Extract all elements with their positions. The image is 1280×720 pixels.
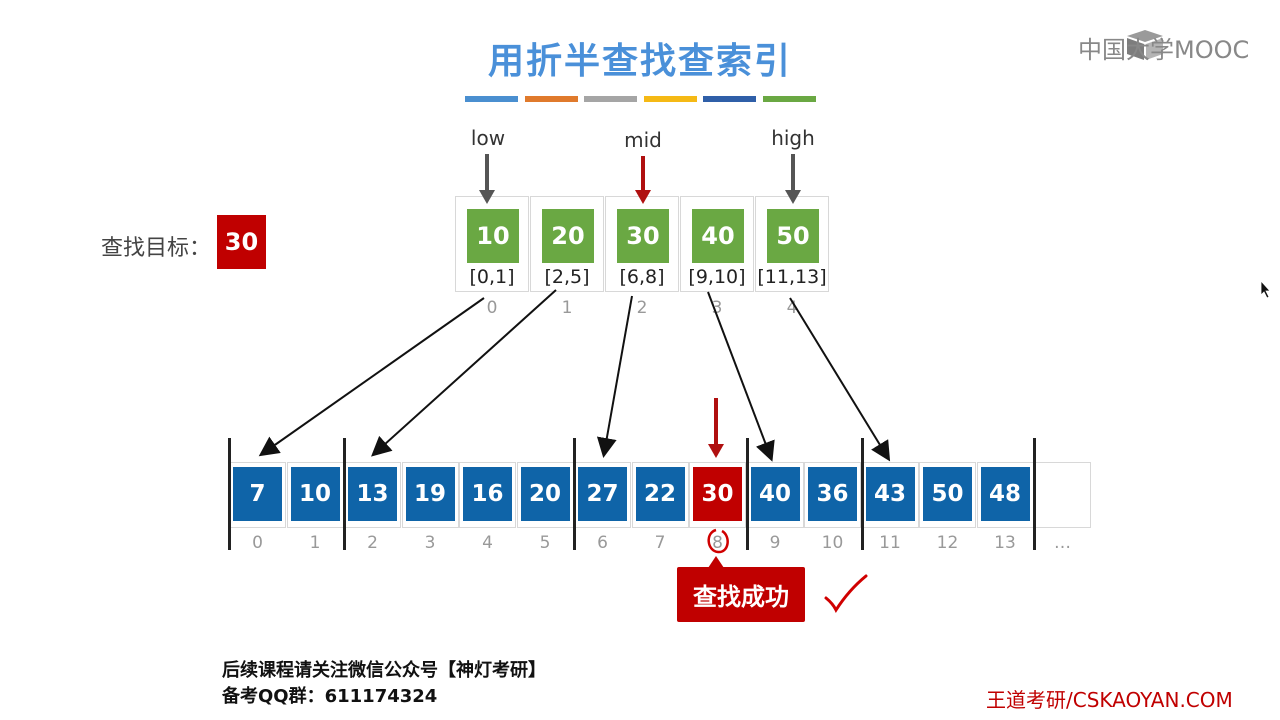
pointer-low-label: low: [470, 126, 506, 150]
index-position: 0: [486, 298, 498, 318]
index-position: 3: [711, 298, 723, 318]
index-range: [0,1]: [469, 266, 515, 288]
table-element: 36: [808, 467, 857, 521]
index-link-arrow: [258, 297, 485, 457]
table-position: 0: [252, 533, 263, 553]
index-range: [6,8]: [619, 266, 665, 288]
table-position: 9: [769, 533, 781, 553]
result-callout: 查找成功: [677, 567, 805, 622]
table-position: 4: [482, 533, 493, 553]
table-position: 8: [712, 533, 723, 553]
table-element: 43: [865, 467, 915, 521]
index-max-value: 30: [617, 209, 669, 263]
index-link-arrow: [789, 297, 891, 462]
mouse-cursor-icon: [1260, 279, 1271, 299]
brand-watermark: 王道考研/CSKAOYAN.COM: [986, 688, 1233, 712]
block-separator: [745, 438, 749, 550]
table-element: 20: [520, 467, 570, 521]
table-element: 10: [290, 467, 340, 521]
footer-wechat: 后续课程请关注微信公众号【神灯考研】: [222, 660, 546, 681]
callout-pointer: [708, 556, 724, 568]
table-element: 48: [980, 467, 1030, 521]
block-separator: [1033, 438, 1036, 550]
page-title: 用折半查找查索引: [487, 41, 792, 82]
index-range: [9,10]: [688, 266, 746, 288]
color-strip-segment: [703, 96, 756, 102]
mooc-logo-icon: [1127, 30, 1163, 60]
low-pointer-arrow: [479, 154, 495, 204]
index-max-value: 10: [467, 209, 519, 263]
annotation-circle: [707, 528, 729, 554]
target-value: 30: [217, 215, 266, 269]
table-element: 40: [750, 467, 800, 521]
index-link-arrow: [596, 295, 633, 458]
table-position: 1: [309, 533, 321, 553]
table-position: 12: [936, 533, 959, 553]
color-strip-segment: [762, 96, 816, 102]
table-position: 3: [424, 533, 436, 553]
index-position: 4: [786, 298, 798, 318]
index-cell: [455, 196, 529, 292]
index-cell: [680, 196, 754, 292]
table-position: 13: [994, 533, 1016, 553]
index-range: [11,13]: [757, 266, 827, 288]
color-strip-segment: [643, 96, 697, 102]
index-range: [2,5]: [544, 266, 590, 288]
index-max-value: 50: [767, 209, 819, 263]
index-link-arrow: [707, 291, 775, 462]
table-cell: [401, 462, 459, 528]
index-max-value: 40: [692, 209, 744, 263]
table-position: 6: [597, 533, 608, 553]
block-separator: [860, 438, 864, 550]
target-label: 查找目标：: [101, 236, 212, 261]
table-element: 7: [233, 467, 282, 521]
table-position: 10: [821, 533, 844, 553]
checkmark-icon: [824, 574, 868, 614]
ellipsis: …: [1054, 533, 1071, 553]
found-pointer-arrow: [708, 398, 724, 458]
table-element: 13: [348, 467, 397, 521]
table-position: 11: [879, 533, 901, 553]
table-position: 7: [654, 533, 666, 553]
block-separator: [228, 438, 231, 550]
table-position: 5: [539, 533, 551, 553]
table-element: 22: [635, 467, 685, 521]
table-element: 16: [463, 467, 512, 521]
index-cell: [530, 196, 604, 292]
table-cell: [459, 462, 516, 528]
footer-qq: 备考QQ群：611174324: [222, 686, 438, 707]
table-element: 27: [578, 467, 627, 521]
mid-pointer-arrow: [635, 156, 651, 204]
table-element: 19: [405, 467, 455, 521]
color-strip-segment: [524, 96, 578, 102]
block-separator: [573, 438, 576, 550]
index-link-arrow: [371, 289, 557, 457]
table-position: 2: [367, 533, 378, 553]
color-strip-segment: [584, 96, 637, 102]
index-max-value: 20: [542, 209, 594, 263]
logo-text: 中国大学MOOC: [1078, 36, 1250, 64]
high-pointer-arrow: [785, 154, 801, 204]
pointer-high-label: high: [771, 126, 815, 150]
table-element: 50: [923, 467, 972, 521]
index-position: 1: [561, 298, 573, 318]
found-element: 30: [693, 467, 742, 521]
color-strip-segment: [465, 96, 518, 102]
pointer-mid-label: mid: [624, 128, 662, 152]
table-cell: [631, 462, 689, 528]
block-separator: [343, 438, 346, 550]
table-cell: [919, 462, 976, 528]
index-position: 2: [636, 298, 648, 318]
